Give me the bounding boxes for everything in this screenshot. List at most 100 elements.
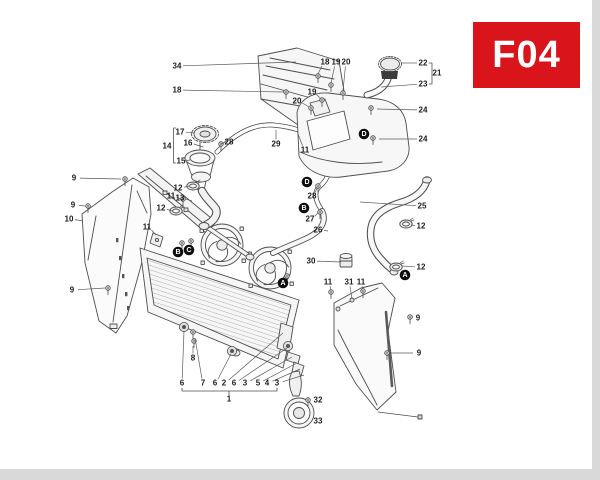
leader-line (349, 286, 353, 300)
part-number-label: 4 (265, 379, 270, 388)
part-number-label: 6 (180, 379, 185, 388)
leader-line (238, 347, 288, 381)
connector-marker (298, 202, 310, 214)
horn (283, 370, 315, 429)
callout-brackets (173, 62, 433, 396)
part-number-label: 9 (71, 201, 76, 210)
leader-line (78, 205, 86, 207)
part-number-label: 28 (308, 192, 317, 201)
connector-marker (183, 244, 195, 256)
hose-clamp (399, 217, 415, 229)
part-number-label: 32 (314, 396, 323, 405)
part-number-label: 13 (176, 194, 185, 203)
connector-marker-letter: D (361, 131, 366, 138)
part-number-label: 9 (417, 349, 422, 358)
part-number-label: 19 (332, 58, 341, 67)
leader-line (323, 230, 329, 232)
cooling-fan-left (199, 223, 246, 267)
part-number-label: 20 (342, 58, 351, 67)
part-number-label: 11 (324, 278, 333, 287)
leader-line (314, 212, 319, 217)
water-pipe (204, 224, 255, 261)
left-side-panel (81, 177, 152, 334)
cap-clip (196, 142, 204, 150)
bracket-1 (181, 387, 278, 396)
part-number-label: 7 (201, 379, 206, 388)
part-number-label: 6 (232, 379, 237, 388)
leader-line (250, 356, 293, 382)
tank-cap (380, 57, 400, 71)
leader-line (183, 185, 190, 188)
part-number-label: 34 (173, 62, 182, 71)
leader-line (272, 368, 301, 382)
connector-marker-letter: D (304, 179, 309, 186)
leader-line (186, 159, 191, 161)
part-number-label: 30 (307, 257, 316, 266)
part-number-label: 12 (157, 204, 166, 213)
part-number-label: 28 (225, 138, 234, 147)
temp-sensor (339, 253, 353, 268)
part-number-label: 24 (419, 135, 428, 144)
leader-line (314, 187, 318, 193)
leader-line (376, 108, 418, 111)
part-number-label: 10 (65, 215, 74, 224)
part-number-label: 3 (275, 379, 280, 388)
leader-line (77, 287, 106, 291)
part-number-label: 3 (243, 379, 248, 388)
part-number-label: 26 (314, 226, 323, 235)
part-number-label: 11 (357, 278, 366, 287)
connector-marker-letter: C (186, 247, 191, 254)
part-number-label: 23 (419, 80, 428, 89)
leader-line (263, 362, 298, 382)
leader-line (74, 219, 84, 222)
connector-marker (277, 277, 289, 289)
part-number-label: 5 (256, 379, 261, 388)
connector-marker (399, 269, 411, 281)
leader-line (193, 143, 198, 146)
part-number-label: 2 (222, 379, 227, 388)
connector-marker-letter: B (301, 205, 306, 212)
part-number-label: 11 (167, 192, 176, 201)
leader-line (217, 353, 232, 380)
page-code-badge: F04 (473, 22, 580, 88)
part-number-label: 20 (293, 97, 302, 106)
part-number-label: 8 (191, 354, 196, 363)
bracket-14 (173, 127, 177, 164)
leader-line (185, 198, 193, 202)
leader-line (176, 196, 182, 200)
leader-line (185, 131, 195, 134)
part-number-label: 29 (272, 140, 281, 149)
neck-seal (381, 71, 398, 79)
part-number-label: 31 (345, 278, 354, 287)
leader-line (329, 286, 332, 291)
leader-line (228, 332, 284, 381)
connector-marker-letter: A (402, 272, 407, 279)
leader-line (194, 337, 203, 379)
part-number-label: 6 (213, 379, 218, 388)
part-number-label: 14 (163, 142, 172, 151)
part-number-label: 18 (173, 86, 182, 95)
part-number-label: 15 (177, 157, 186, 166)
leader-line (302, 102, 310, 108)
part-number-label: 16 (184, 139, 193, 148)
leader-line (316, 260, 342, 263)
connector-marker (358, 128, 370, 140)
leader-line (282, 374, 305, 383)
leader-line (380, 83, 418, 88)
part-number-label: 12 (417, 222, 426, 231)
leader-line (359, 201, 417, 207)
rubber-mount (226, 345, 238, 357)
expansion-tank (296, 56, 410, 178)
part-number-label: 33 (314, 417, 323, 426)
part-number-label: 9 (70, 286, 75, 295)
part-number-label: 11 (143, 223, 152, 232)
leader-line (151, 229, 157, 236)
part-number-label: 27 (306, 215, 315, 224)
part-number-label: 9 (72, 174, 77, 183)
leader-line (297, 133, 303, 147)
leader-line (316, 94, 322, 100)
part-number-label: 17 (176, 128, 185, 137)
thermostat-elbow (169, 179, 221, 230)
